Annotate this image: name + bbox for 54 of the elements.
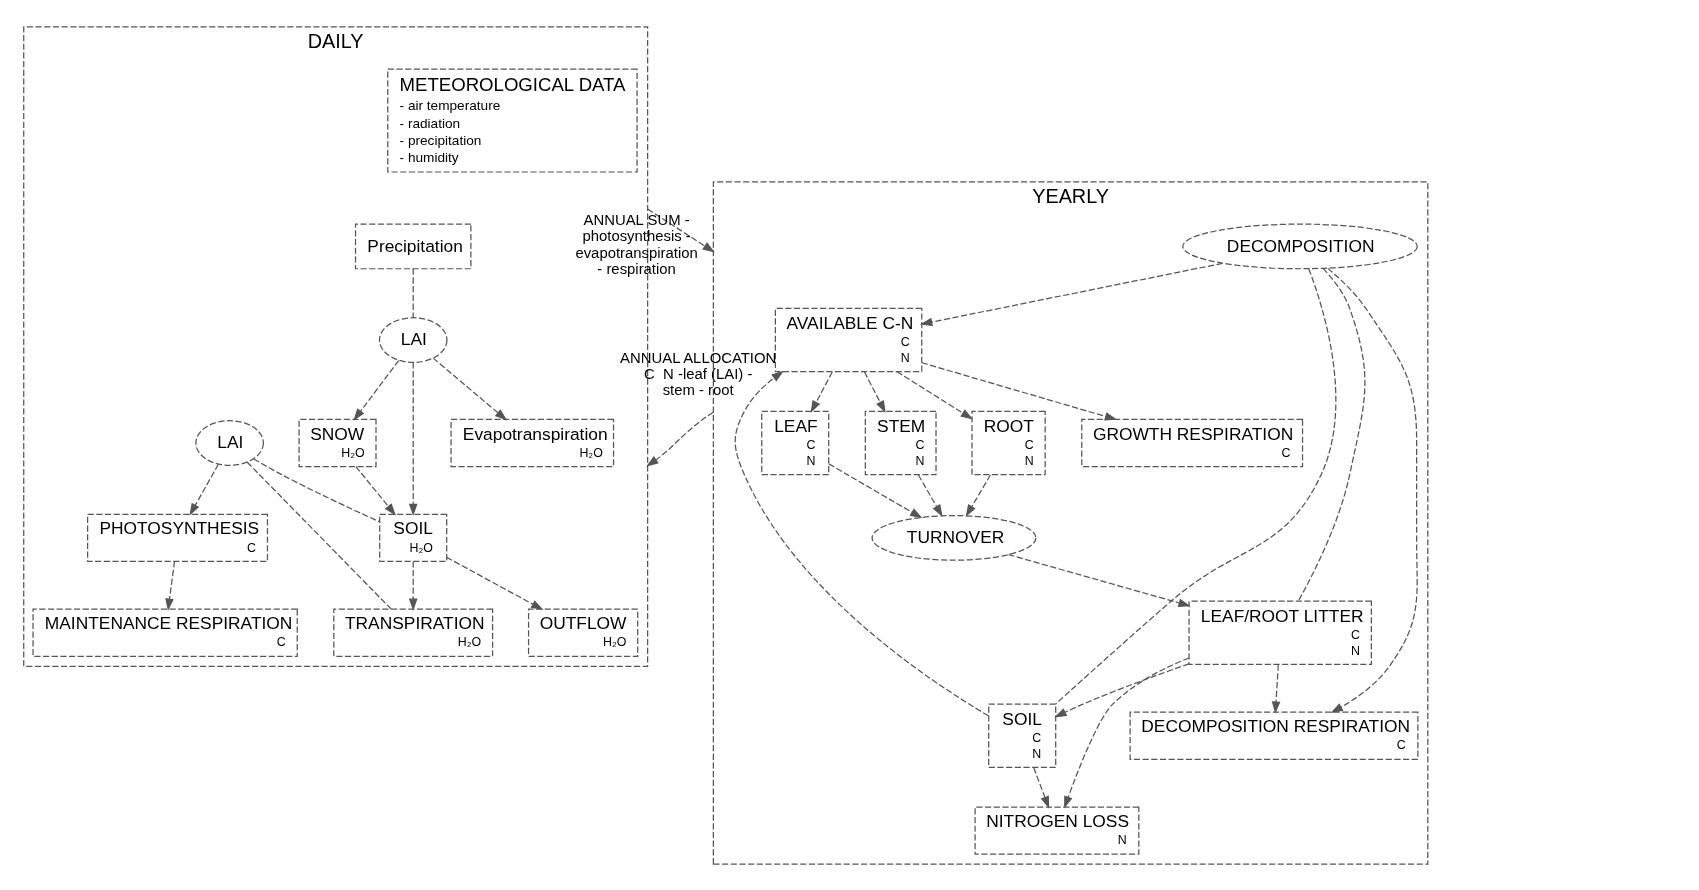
node-box: STEM C N (864, 410, 937, 475)
node-ellipse: DECOMPOSITION (1182, 223, 1418, 269)
node-ellipse: TURNOVER (871, 514, 1037, 561)
node-box: MAINTENANCE RESPIRATION C (32, 608, 298, 657)
arrow (408, 560, 418, 611)
connector (412, 267, 414, 318)
node-box: OUTFLOW H₂O (527, 608, 639, 657)
arrow (863, 370, 886, 413)
arrow (810, 370, 833, 413)
node-box: SOIL C N (988, 703, 1057, 768)
arrow (647, 207, 715, 253)
arrow (432, 357, 508, 421)
node-box: SNOW H₂O (298, 418, 377, 467)
connector (1055, 267, 1337, 705)
node-box: DECOMPOSITION RESPIRATION C (1129, 711, 1419, 760)
node-ellipse: LAI (195, 419, 264, 466)
arrow (919, 262, 1224, 326)
arrow (1327, 267, 1418, 713)
arrow (1271, 663, 1281, 714)
arrow (1008, 553, 1191, 607)
arrow (828, 462, 923, 518)
arrow (446, 556, 544, 610)
arrow (408, 361, 418, 516)
node-box: NITROGEN LOSS N (974, 805, 1140, 855)
connector (1297, 267, 1366, 602)
edge-label: ANNUAL ALLOCATION C N -leaf (LAI) - stem - root (620, 349, 777, 398)
arrow (355, 465, 396, 516)
node-box: LEAF C N (761, 410, 830, 475)
arrow (965, 473, 991, 517)
node-box: Precipitation (354, 223, 472, 269)
arrow (1054, 662, 1190, 718)
edge-label: ANNUAL SUM - photosynthesis - evapotranspiration - respiration (575, 211, 698, 277)
arrow (896, 370, 974, 419)
node-box: SOIL H₂O (379, 513, 448, 562)
arrow (1033, 766, 1050, 809)
node-box: TRANSPIRATION H₂O (333, 608, 494, 657)
arrow (917, 473, 943, 517)
connector (246, 461, 392, 609)
node-box: ROOT C N (971, 410, 1046, 475)
arrow (353, 359, 400, 421)
node-box: LEAF/ROOT LITTER C N (1188, 600, 1372, 665)
node-ellipse: LAI (378, 316, 448, 363)
arrow (1064, 656, 1190, 809)
node-box: Evapotranspiration H₂O (450, 418, 615, 467)
node-box: METEOROLOGICAL DATA - air temperature - radiation - precipitation - humidity (387, 67, 638, 173)
arrow (189, 463, 219, 516)
node-box: GROWTH RESPIRATION C (1081, 418, 1304, 467)
arrow (165, 560, 176, 611)
node-box: AVAILABLE C-N C N (774, 307, 923, 372)
arrow (921, 361, 1118, 421)
node-box: PHOTOSYNTHESIS C (87, 513, 269, 562)
arrow (646, 411, 714, 467)
arrow (734, 370, 989, 716)
connector (253, 457, 380, 522)
